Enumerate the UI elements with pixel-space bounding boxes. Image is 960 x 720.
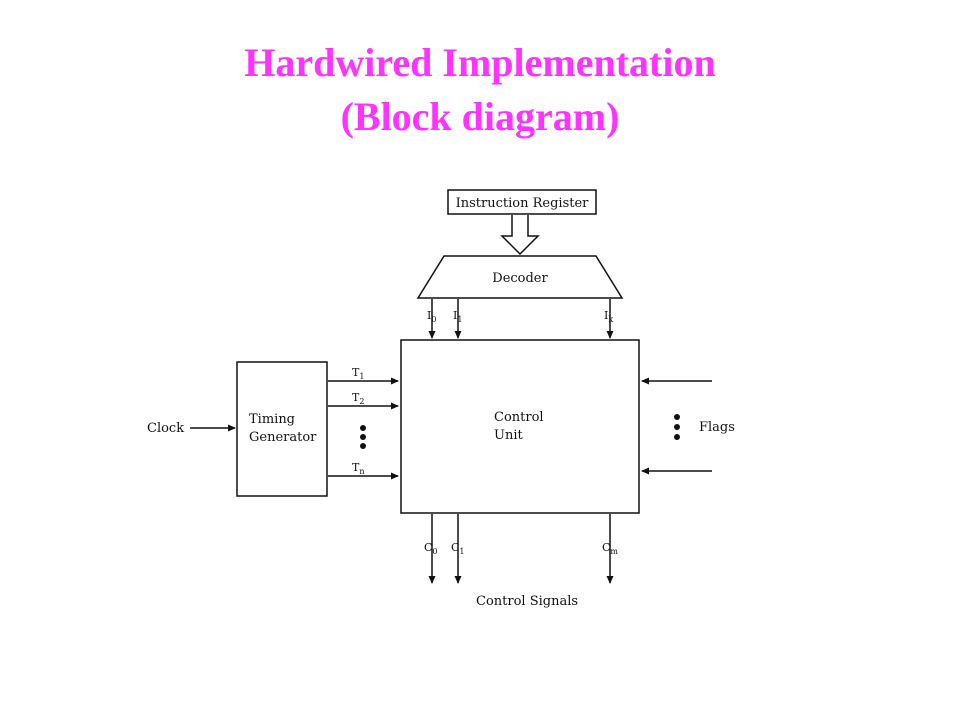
timing-generator: Timing Generator (236, 361, 328, 497)
i1-label: I1 (453, 309, 462, 324)
title-line-1: Hardwired Implementation (244, 40, 716, 85)
c1-label: C1 (451, 541, 465, 556)
t1-label: T1 (352, 366, 364, 381)
clock-label: Clock (147, 421, 184, 436)
slide-title: Hardwired Implementation (Block diagram) (0, 36, 960, 144)
timing-ellipsis (360, 425, 366, 449)
title-line-2: (Block diagram) (340, 94, 620, 139)
instruction-register: Instruction Register (447, 189, 597, 215)
timing-generator-label-2: Generator (249, 430, 317, 445)
control-unit-label-2: Unit (494, 428, 523, 443)
control-unit: Control Unit (400, 339, 640, 514)
decoder-label: Decoder (492, 271, 548, 286)
decoder: Decoder (416, 255, 624, 299)
control-unit-label-1: Control (494, 410, 544, 425)
flags-label: Flags (699, 420, 735, 435)
t2-label: T2 (352, 391, 364, 406)
ik-label: Ik (604, 309, 613, 324)
timing-generator-label-1: Timing (249, 412, 295, 427)
i0-label: I0 (427, 309, 436, 324)
c0-label: C0 (424, 541, 438, 556)
cm-label: Cm (602, 541, 618, 556)
instruction-register-label: Instruction Register (456, 196, 590, 211)
tn-label: Tn (352, 461, 365, 476)
instruction-bus-arrow (500, 215, 540, 256)
flags-ellipsis (674, 414, 680, 440)
control-signals-label: Control Signals (476, 594, 578, 609)
